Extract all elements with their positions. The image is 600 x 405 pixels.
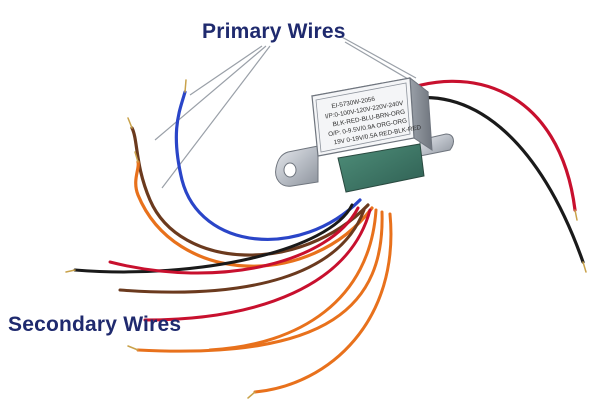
wire-red	[108, 206, 360, 275]
caption-primary-wires: Primary Wires	[202, 20, 346, 43]
mounting-hole	[283, 162, 297, 178]
leader-line	[154, 45, 267, 141]
leader-lines	[154, 35, 421, 189]
coil-winding	[337, 143, 425, 193]
wire-orange	[208, 208, 378, 352]
wire-orange	[136, 210, 384, 353]
label-plate	[311, 77, 415, 157]
mounting-tab	[275, 145, 319, 187]
wire-brown	[118, 208, 366, 294]
wire-red	[390, 79, 577, 212]
wire-brown	[130, 126, 370, 257]
transformer-body	[275, 76, 454, 193]
leader-line	[339, 35, 417, 79]
secondary-wires	[73, 203, 393, 394]
wire-tips	[65, 79, 587, 399]
caption-secondary-wires: Secondary Wires	[8, 313, 182, 336]
wire-blue	[174, 90, 362, 241]
wire-black	[73, 203, 354, 274]
wire-orange	[253, 212, 393, 394]
wire-red	[143, 208, 372, 322]
leader-line	[189, 45, 263, 96]
wire-orange	[134, 160, 374, 268]
